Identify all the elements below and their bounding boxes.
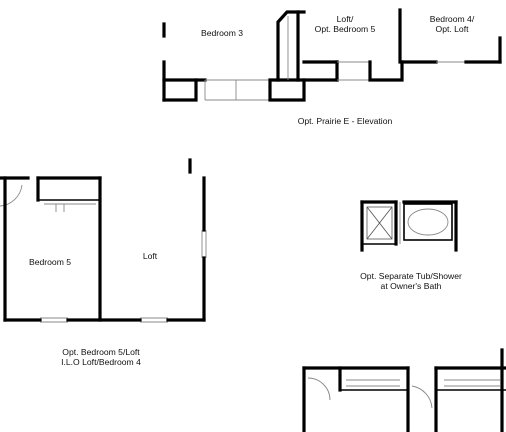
caption-line: at Owner's Bath bbox=[380, 281, 442, 291]
room-label-loft-opt-bedroom-5: Loft/ Opt. Bedroom 5 bbox=[315, 14, 376, 34]
caption-prairie-elevation: Opt. Prairie E - Elevation bbox=[297, 116, 393, 126]
room-label-bedroom-3: Bedroom 3 bbox=[200, 28, 244, 38]
room-label-bedroom-4-opt-loft: Bedroom 4/ Opt. Loft bbox=[430, 14, 474, 34]
caption-tub-shower: Opt. Separate Tub/Shower at Owner's Bath bbox=[360, 271, 462, 291]
bedroom5-loft-plan bbox=[0, 158, 207, 323]
room-label-line: Opt. Loft bbox=[435, 24, 469, 34]
room-label-bedroom-5: Bedroom 5 bbox=[28, 257, 72, 267]
room-label-line: Opt. Bedroom 5 bbox=[314, 24, 376, 34]
caption-line: Opt. Bedroom 5/Loft bbox=[62, 347, 140, 357]
caption-line: Opt. Separate Tub/Shower bbox=[360, 271, 462, 281]
room-label-loft: Loft bbox=[142, 251, 158, 261]
caption-line: I.L.O Loft/Bedroom 4 bbox=[61, 357, 141, 367]
room-label-line: Loft/ bbox=[336, 14, 354, 24]
prairie-elevation-plan bbox=[162, 8, 502, 102]
caption-bedroom-5-ilo: Opt. Bedroom 5/Loft I.L.O Loft/Bedroom 4 bbox=[61, 347, 141, 367]
owner-bath-partial-plans bbox=[302, 348, 506, 432]
room-label-line: Bedroom 4/ bbox=[429, 14, 475, 24]
tub-shower-plan bbox=[360, 200, 458, 252]
